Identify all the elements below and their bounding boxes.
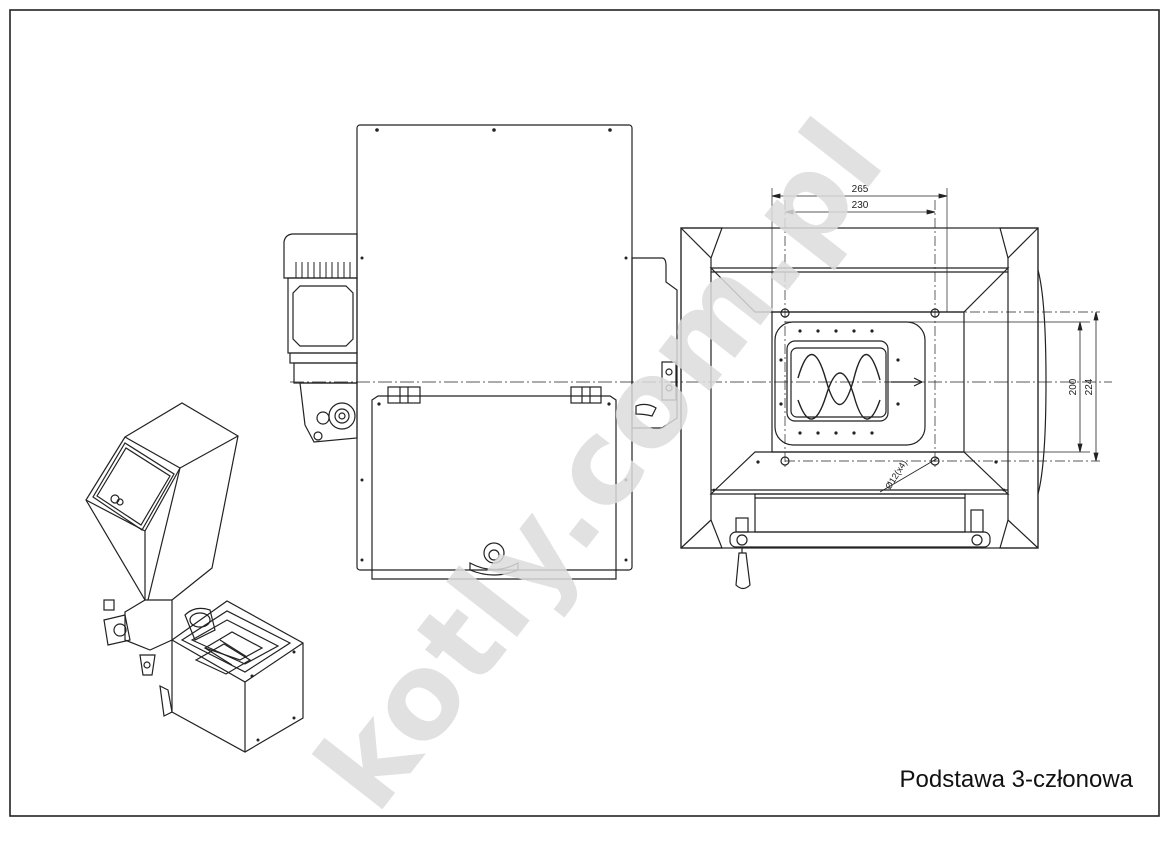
dim-hole-callout: Ø12(x4) — [883, 458, 909, 491]
front-view — [283, 124, 1112, 580]
fuel-hopper — [85, 402, 239, 601]
dimension-lines — [771, 193, 1099, 493]
door-hinge-right — [570, 386, 602, 404]
side-view — [680, 188, 1100, 590]
drawing-caption: Podstawa 3-członowa — [899, 766, 1133, 793]
technical-drawing: 265 230 200 224 Ø12(x4) — [9, 9, 1160, 817]
gear-motor — [283, 233, 358, 443]
dim-height-inner: 200 — [1068, 378, 1079, 395]
door-handle — [469, 542, 519, 576]
door-hinge-left — [387, 386, 421, 404]
drawing-frame — [9, 9, 1160, 817]
dim-height-outer: 224 — [1084, 378, 1095, 395]
isometric-view — [85, 402, 304, 753]
dim-width-inner: 230 — [852, 200, 869, 211]
burner-door — [371, 395, 617, 580]
burner-flange — [631, 257, 678, 429]
dim-width-outer: 265 — [852, 184, 869, 195]
